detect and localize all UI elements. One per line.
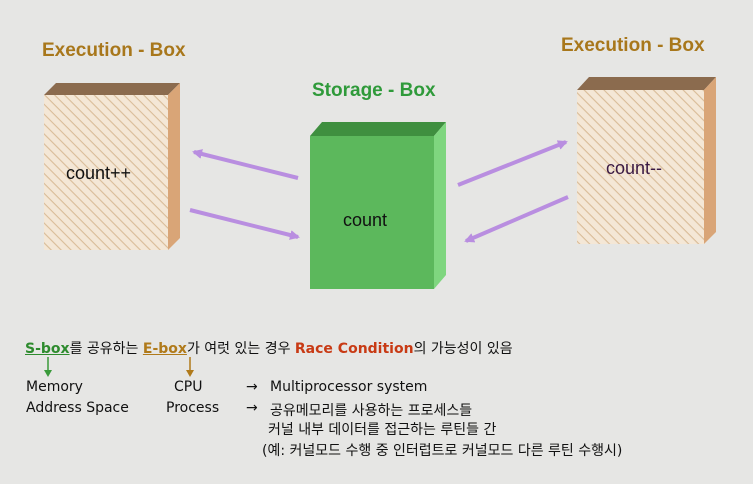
right-box-title: Execution - Box [561,35,705,56]
right-execution-box [577,77,716,244]
left-execution-box [44,83,180,250]
arrow-left-to-storage [189,208,300,240]
storage-box-label: count [343,210,388,230]
row2-arrow: → [246,400,258,416]
note-text-1: 를 공유하는 [69,341,143,357]
right-box-label: count-- [606,158,663,178]
arrow-storage-to-left [192,149,299,180]
arrow-storage-to-right [457,140,568,187]
row1-memory: Memory [26,379,83,395]
race-condition-note: S-box를 공유하는 E-box가 여럿 있는 경우 Race Conditi… [25,338,513,358]
row1-cpu: CPU [174,379,203,395]
storage-box [310,122,446,289]
annotation-arrows [44,357,194,377]
arrow-right-to-storage [464,195,569,243]
row1-arrow: → [246,379,258,395]
storage-box-title: Storage - Box [312,80,436,101]
note-text-3: 의 가능성이 있음 [413,341,513,357]
left-box-title: Execution - Box [42,40,186,61]
row3-kernel-routines: 커널 내부 데이터를 접근하는 루틴들 간 [268,422,497,438]
race-condition-term: Race Condition [294,341,414,357]
note-text-2: 가 여럿 있는 경우 [186,341,295,357]
sbox-term: S-box [25,341,70,357]
arrows [189,140,569,243]
row1-multiprocessor: Multiprocessor system [270,379,428,395]
ebox-term: E-box [142,341,187,357]
row2-shared-memory: 공유메모리를 사용하는 프로세스들 [270,403,473,419]
row2-address-space: Address Space [26,400,129,416]
left-box-label: count++ [66,163,132,183]
row4-example: (예: 커널모드 수행 중 인터럽트로 커널모드 다른 루틴 수행시) [262,443,623,459]
row2-process: Process [166,400,220,416]
